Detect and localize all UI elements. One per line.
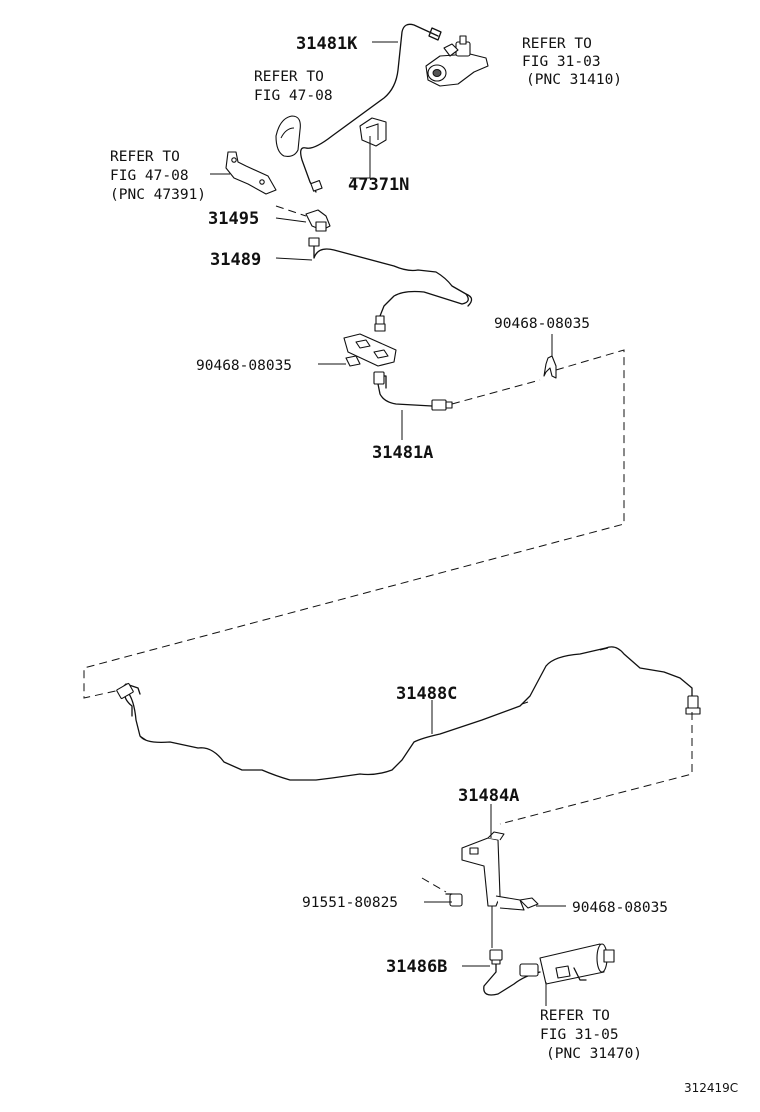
clip-right	[543, 355, 557, 379]
grommet	[275, 115, 301, 157]
label-47371n: 47371N	[348, 175, 409, 195]
union-31495	[305, 209, 331, 232]
label-31486b: 31486B	[386, 957, 447, 977]
ref-fig3103-line3: (PNC 31410)	[526, 72, 622, 88]
label-31481a: 31481A	[372, 443, 433, 463]
label-31481k: 31481K	[296, 34, 358, 54]
ref-fig4708a-line2: FIG 47-08	[254, 88, 333, 104]
label-31484a: 31484A	[458, 786, 519, 806]
clip-bottom	[519, 897, 539, 909]
tube-31481k	[300, 23, 439, 193]
label-31488c: 31488C	[396, 684, 457, 704]
label-31489: 31489	[210, 250, 261, 270]
label-clip-bottom: 90468-08035	[572, 900, 668, 916]
label-clip-top-right: 90468-08035	[494, 316, 590, 332]
clutch-master-cylinder	[425, 35, 489, 87]
ref-fig3105-line2: FIG 31-05	[540, 1027, 619, 1043]
bolt-91551	[445, 893, 463, 907]
ref-fig3105-line1: REFER TO	[540, 1008, 610, 1024]
ref-fig4708b-line2: FIG 47-08	[110, 168, 189, 184]
ref-fig4708a-line1: REFER TO	[254, 69, 324, 85]
hose-31481a	[377, 383, 433, 407]
diagram-code: 312419C	[684, 1081, 738, 1095]
ref-fig4708b-line3: (PNC 47391)	[110, 187, 206, 203]
clamp-47371n	[359, 117, 387, 147]
ref-fig4708b-line1: REFER TO	[110, 149, 180, 165]
clip-plate-left	[343, 333, 397, 367]
ref-fig3105-line3: (PNC 31470)	[546, 1046, 642, 1062]
ref-fig3103-line2: FIG 31-03	[522, 54, 601, 70]
bracket-31484a	[461, 831, 525, 948]
label-31495: 31495	[208, 209, 259, 229]
bracket-47391	[225, 151, 277, 195]
clutch-release-cylinder	[539, 943, 615, 985]
tube-31488c	[125, 646, 693, 781]
label-bolt: 91551-80825	[302, 895, 398, 911]
label-clip-left: 90468-08035	[196, 358, 292, 374]
tube-31489	[313, 243, 469, 317]
ref-fig3103-line1: REFER TO	[522, 36, 592, 52]
